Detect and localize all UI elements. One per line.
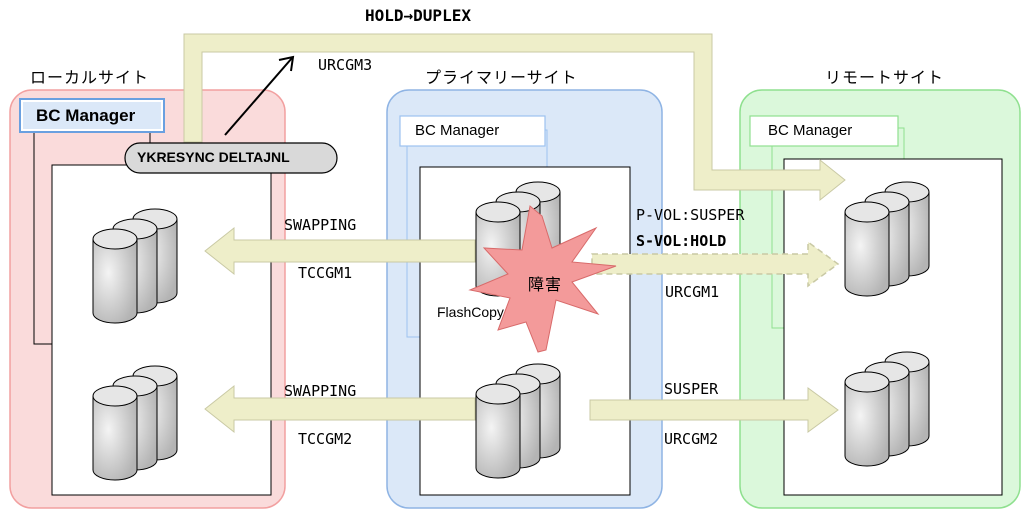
command-pointer-arrow <box>224 55 295 136</box>
urcgm2-status: SUSPER <box>664 380 719 398</box>
command-text: YKRESYNC DELTAJNL <box>137 149 290 165</box>
tccgm2-arrow <box>204 384 476 434</box>
local-site-label: ローカルサイト <box>30 68 150 87</box>
urcgm3-arrow <box>183 33 846 202</box>
urcgm1-svol-status: S-VOL:HOLD <box>636 232 727 250</box>
urcgm1-label: URCGM1 <box>665 283 720 301</box>
urcgm2-label: URCGM2 <box>664 430 719 448</box>
urcgm1-pvol-status: P-VOL:SUSPER <box>636 206 745 224</box>
tccgm1-arrow <box>204 226 476 276</box>
tccgm2-label: TCCGM2 <box>298 430 353 448</box>
primary-bc-manager-label: BC Manager <box>415 122 500 139</box>
flashcopy-label: FlashCopy <box>437 304 504 320</box>
fault-starburst <box>468 205 617 353</box>
urcgm2-arrow <box>589 387 839 433</box>
local-bc-manager-label: BC Manager <box>36 106 136 125</box>
urcgm3-label: URCGM3 <box>318 56 373 74</box>
urcgm1-arrow <box>591 240 840 288</box>
primary-site-label: プライマリーサイト <box>425 68 578 87</box>
command-bubble <box>124 142 338 174</box>
tccgm1-label: TCCGM1 <box>298 264 353 282</box>
fault-label: 障害 <box>528 275 563 294</box>
remote-bc-manager-label: BC Manager <box>768 122 853 139</box>
tccgm2-status: SWAPPING <box>284 382 357 400</box>
tccgm1-status: SWAPPING <box>284 216 357 234</box>
remote-site-label: リモートサイト <box>825 68 945 87</box>
diagram-title: HOLD→DUPLEX <box>365 6 471 25</box>
